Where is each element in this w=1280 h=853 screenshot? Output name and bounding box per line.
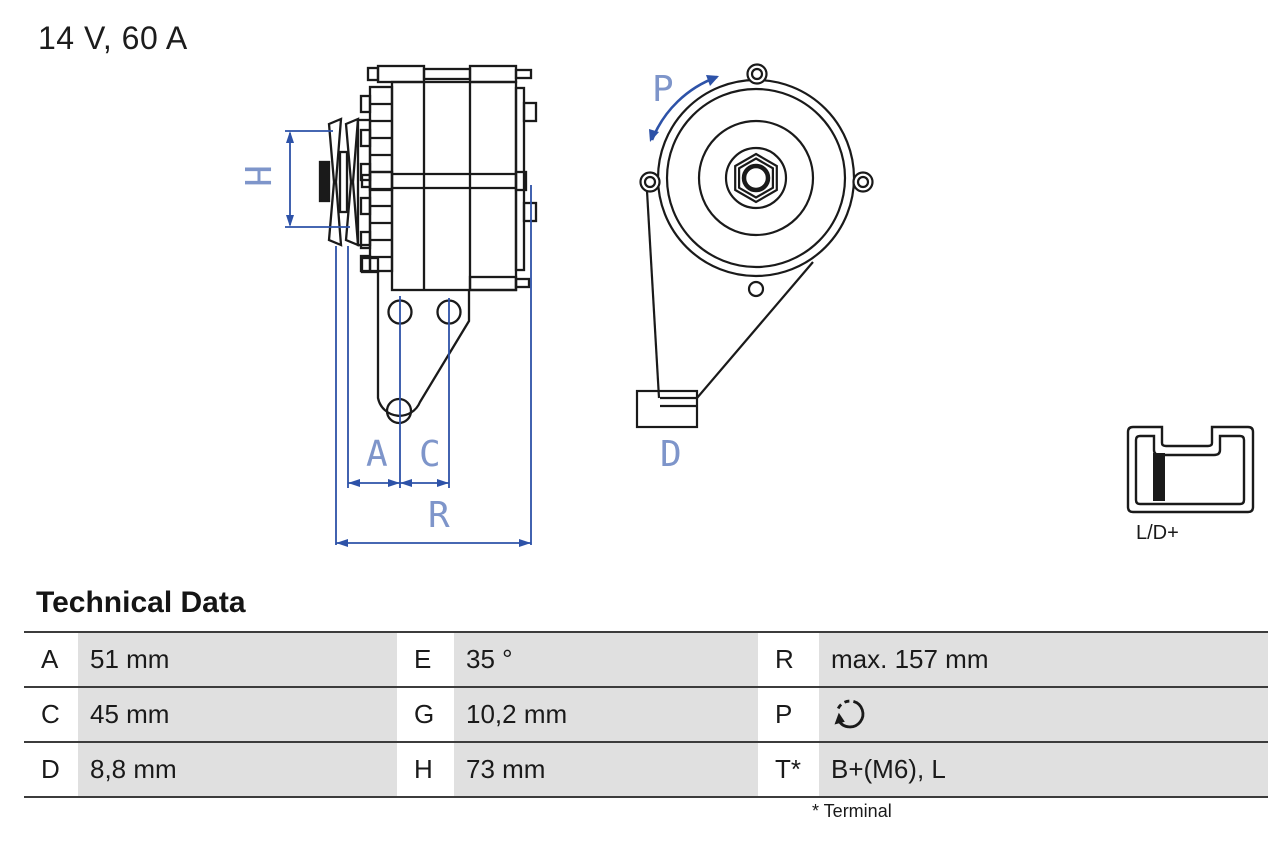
technical-data-heading: Technical Data	[36, 586, 246, 619]
technical-data-table: A 51 mm E 35 ° R max. 157 mm C 45 mm G 1…	[24, 631, 1268, 798]
mounting-bracket	[360, 256, 471, 425]
technical-drawing	[285, 63, 1255, 547]
param-label: R	[758, 633, 819, 686]
clockwise-rotation-icon	[834, 699, 865, 728]
dimension-arrowheads	[286, 131, 531, 547]
connector-diagram	[1126, 425, 1255, 514]
param-label: H	[397, 743, 454, 796]
param-value: 8,8 mm	[78, 743, 397, 796]
param-value: 51 mm	[78, 633, 397, 686]
table-row: C 45 mm G 10,2 mm P	[24, 686, 1268, 741]
dimension-label-c: C	[419, 434, 441, 475]
product-rating: 14 V, 60 A	[38, 20, 188, 56]
table-row: A 51 mm E 35 ° R max. 157 mm	[24, 631, 1268, 686]
dimension-label-a: A	[366, 434, 388, 475]
param-label: D	[24, 743, 78, 796]
dimension-label-p: P	[652, 69, 674, 110]
param-value: B+(M6), L	[819, 743, 1268, 796]
fan-ribs	[359, 85, 394, 273]
alternator-side-view	[318, 64, 538, 425]
pulley	[318, 117, 372, 247]
belt-and-foot	[635, 190, 814, 429]
alternator-front-view	[635, 63, 874, 429]
param-label: E	[397, 633, 454, 686]
rotation-direction-cell	[819, 688, 1268, 741]
param-value: 35 °	[454, 633, 758, 686]
side-view-dimensions	[285, 130, 532, 547]
param-value: 73 mm	[454, 743, 758, 796]
dimension-label-d: D	[660, 434, 682, 475]
connector-terminal-label: L/D+	[1136, 522, 1179, 544]
table-row: D 8,8 mm H 73 mm T* B+(M6), L	[24, 741, 1268, 796]
mounting-lugs	[639, 63, 874, 298]
param-label: P	[758, 688, 819, 741]
param-value: max. 157 mm	[819, 633, 1268, 686]
param-label: T*	[758, 743, 819, 796]
rotation-direction-arrow	[649, 75, 719, 142]
terminal-pin	[1153, 453, 1165, 501]
param-label: C	[24, 688, 78, 741]
alternator-housing	[360, 64, 538, 292]
dimension-label-r: R	[428, 495, 450, 536]
param-value: 10,2 mm	[454, 688, 758, 741]
param-label: G	[397, 688, 454, 741]
shaft-nut	[734, 152, 778, 204]
param-value: 45 mm	[78, 688, 397, 741]
dimension-label-h: H	[235, 165, 277, 187]
terminal-footnote: * Terminal	[812, 801, 892, 821]
param-label: A	[24, 633, 78, 686]
